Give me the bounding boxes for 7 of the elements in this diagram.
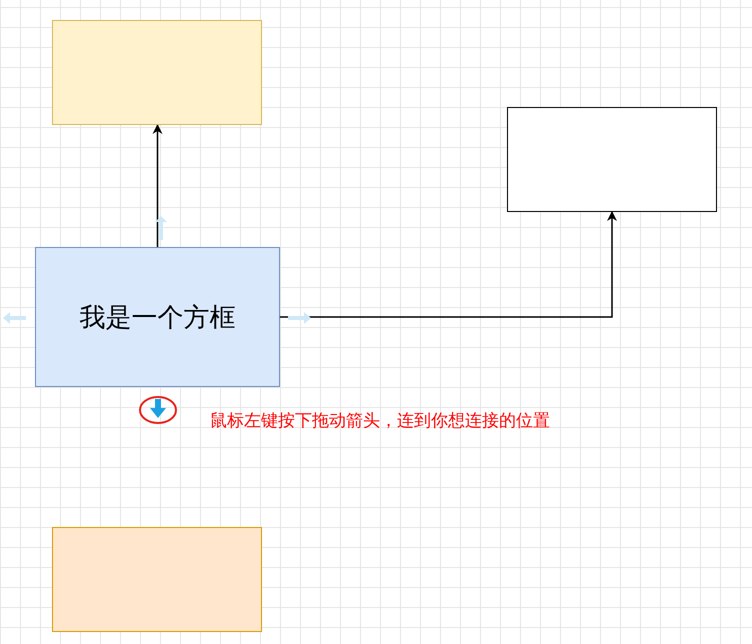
note-text: 鼠标左键按下拖动箭头，连到你想连接的位置 — [210, 410, 550, 432]
empty-box — [52, 527, 262, 632]
empty-box — [52, 20, 262, 125]
arrow — [152, 124, 162, 247]
process-box: 我是一个方框 — [35, 247, 280, 387]
empty-box — [507, 107, 717, 212]
arrow — [280, 211, 617, 318]
